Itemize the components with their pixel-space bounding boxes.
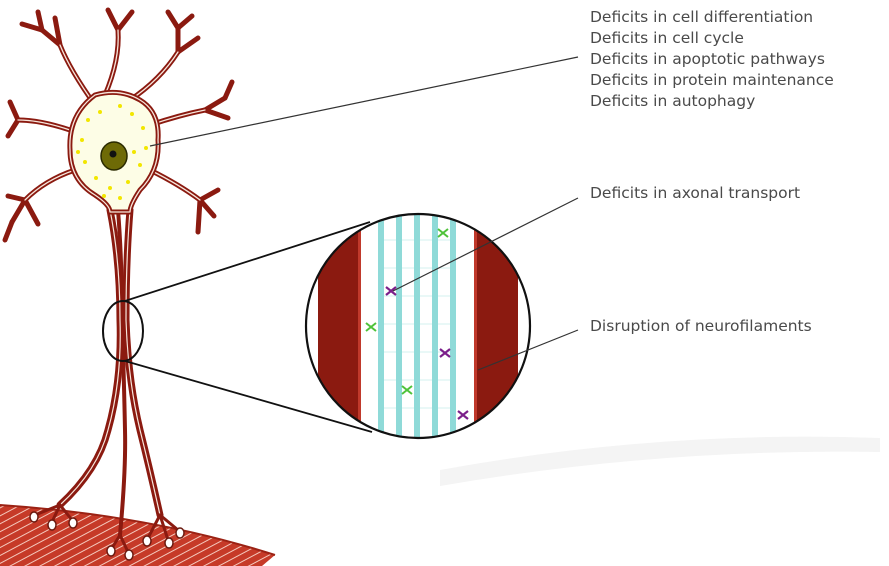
soma-deficits-labels: Deficits in cell differentiation Deficit…: [590, 8, 834, 110]
floor-shadow: [440, 437, 880, 486]
muscle-fiber: [0, 505, 275, 566]
label-autophagy: Deficits in autophagy: [590, 92, 755, 110]
label-axonal-transport: Deficits in axonal transport: [590, 184, 800, 202]
label-apoptotic-pathways: Deficits in apoptotic pathways: [590, 50, 825, 68]
label-cell-cycle: Deficits in cell cycle: [590, 29, 744, 47]
label-protein-maintenance: Deficits in protein maintenance: [590, 71, 834, 89]
magnified-axon: [300, 210, 540, 450]
nucleolus: [110, 151, 117, 158]
leader-line-soma: [150, 57, 578, 146]
neuron: [5, 10, 232, 560]
label-neurofilaments: Disruption of neurofilaments: [590, 317, 812, 335]
label-cell-differentiation: Deficits in cell differentiation: [590, 8, 813, 26]
axon: [60, 210, 160, 535]
